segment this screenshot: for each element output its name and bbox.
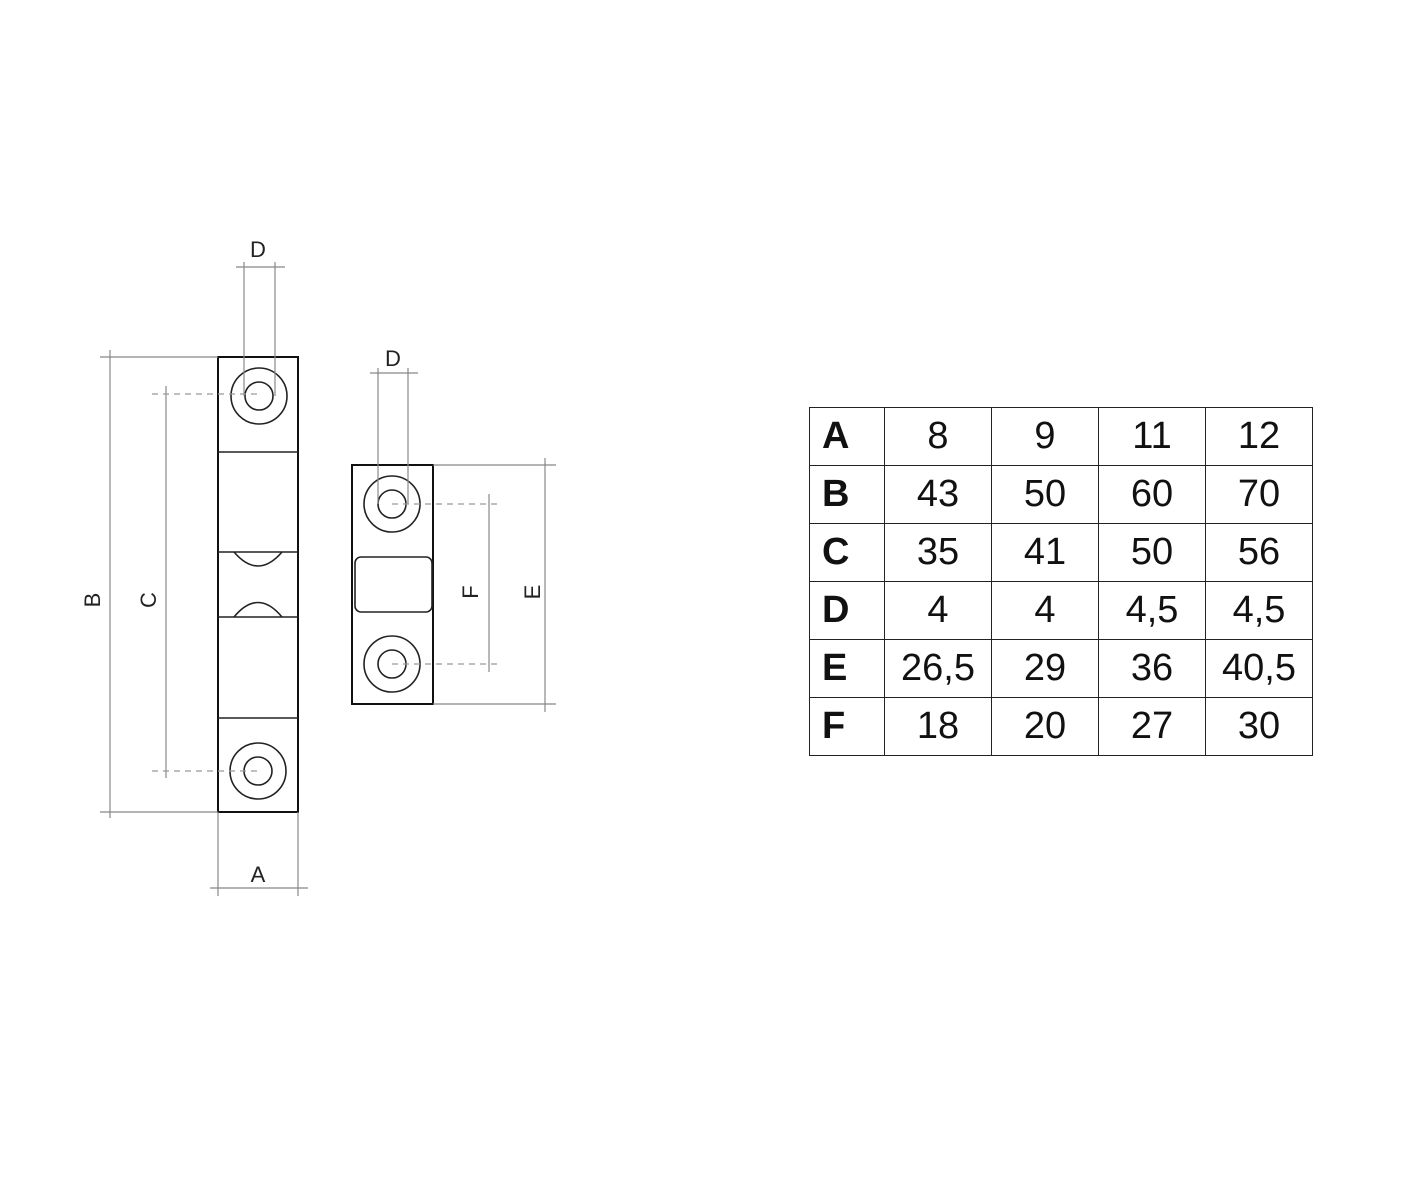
- table-cell: 26,5: [884, 639, 992, 698]
- dim-label-c: C: [136, 592, 161, 608]
- ball-top: [233, 551, 283, 567]
- table-cell: 9: [991, 407, 1099, 466]
- catch-body-large: [217, 356, 299, 813]
- table-cell: 8: [884, 407, 992, 466]
- table-cell: 27: [1098, 697, 1206, 756]
- table-cell: 20: [991, 697, 1099, 756]
- row-label: E: [809, 639, 885, 698]
- table-cell: 36: [1098, 639, 1206, 698]
- table-cell: 40,5: [1205, 639, 1313, 698]
- table-cell: 41: [991, 523, 1099, 582]
- dim-label-d: D: [250, 237, 266, 262]
- row-label: D: [809, 581, 885, 640]
- table-cell: 43: [884, 465, 992, 524]
- table-cell: 60: [1098, 465, 1206, 524]
- ball-bottom: [233, 601, 283, 618]
- table-cell: 4,5: [1098, 581, 1206, 640]
- dimension-lines: [100, 262, 556, 896]
- table-cell: 4: [991, 581, 1099, 640]
- strike-plate-small: [351, 464, 434, 705]
- row-label: C: [809, 523, 885, 582]
- screw-hole-inner: [244, 381, 274, 411]
- table-cell: 29: [991, 639, 1099, 698]
- table-cell: 11: [1098, 407, 1206, 466]
- dim-label-f: F: [458, 585, 483, 598]
- dim-label-a: A: [251, 862, 266, 887]
- table-cell: 50: [991, 465, 1099, 524]
- dim-label-d-small: D: [385, 346, 401, 371]
- row-label: F: [809, 697, 885, 756]
- table-cell: 30: [1205, 697, 1313, 756]
- table-cell: 50: [1098, 523, 1206, 582]
- screw-hole-outer: [230, 367, 288, 425]
- table-cell: 70: [1205, 465, 1313, 524]
- table-cell: 18: [884, 697, 992, 756]
- table-cell: 56: [1205, 523, 1313, 582]
- table-cell: 12: [1205, 407, 1313, 466]
- row-label: A: [809, 407, 885, 466]
- table-cell: 4: [884, 581, 992, 640]
- dim-label-e: E: [520, 585, 545, 600]
- table-cell: 35: [884, 523, 992, 582]
- dim-label-b: B: [80, 593, 105, 608]
- row-label: B: [809, 465, 885, 524]
- table-cell: 4,5: [1205, 581, 1313, 640]
